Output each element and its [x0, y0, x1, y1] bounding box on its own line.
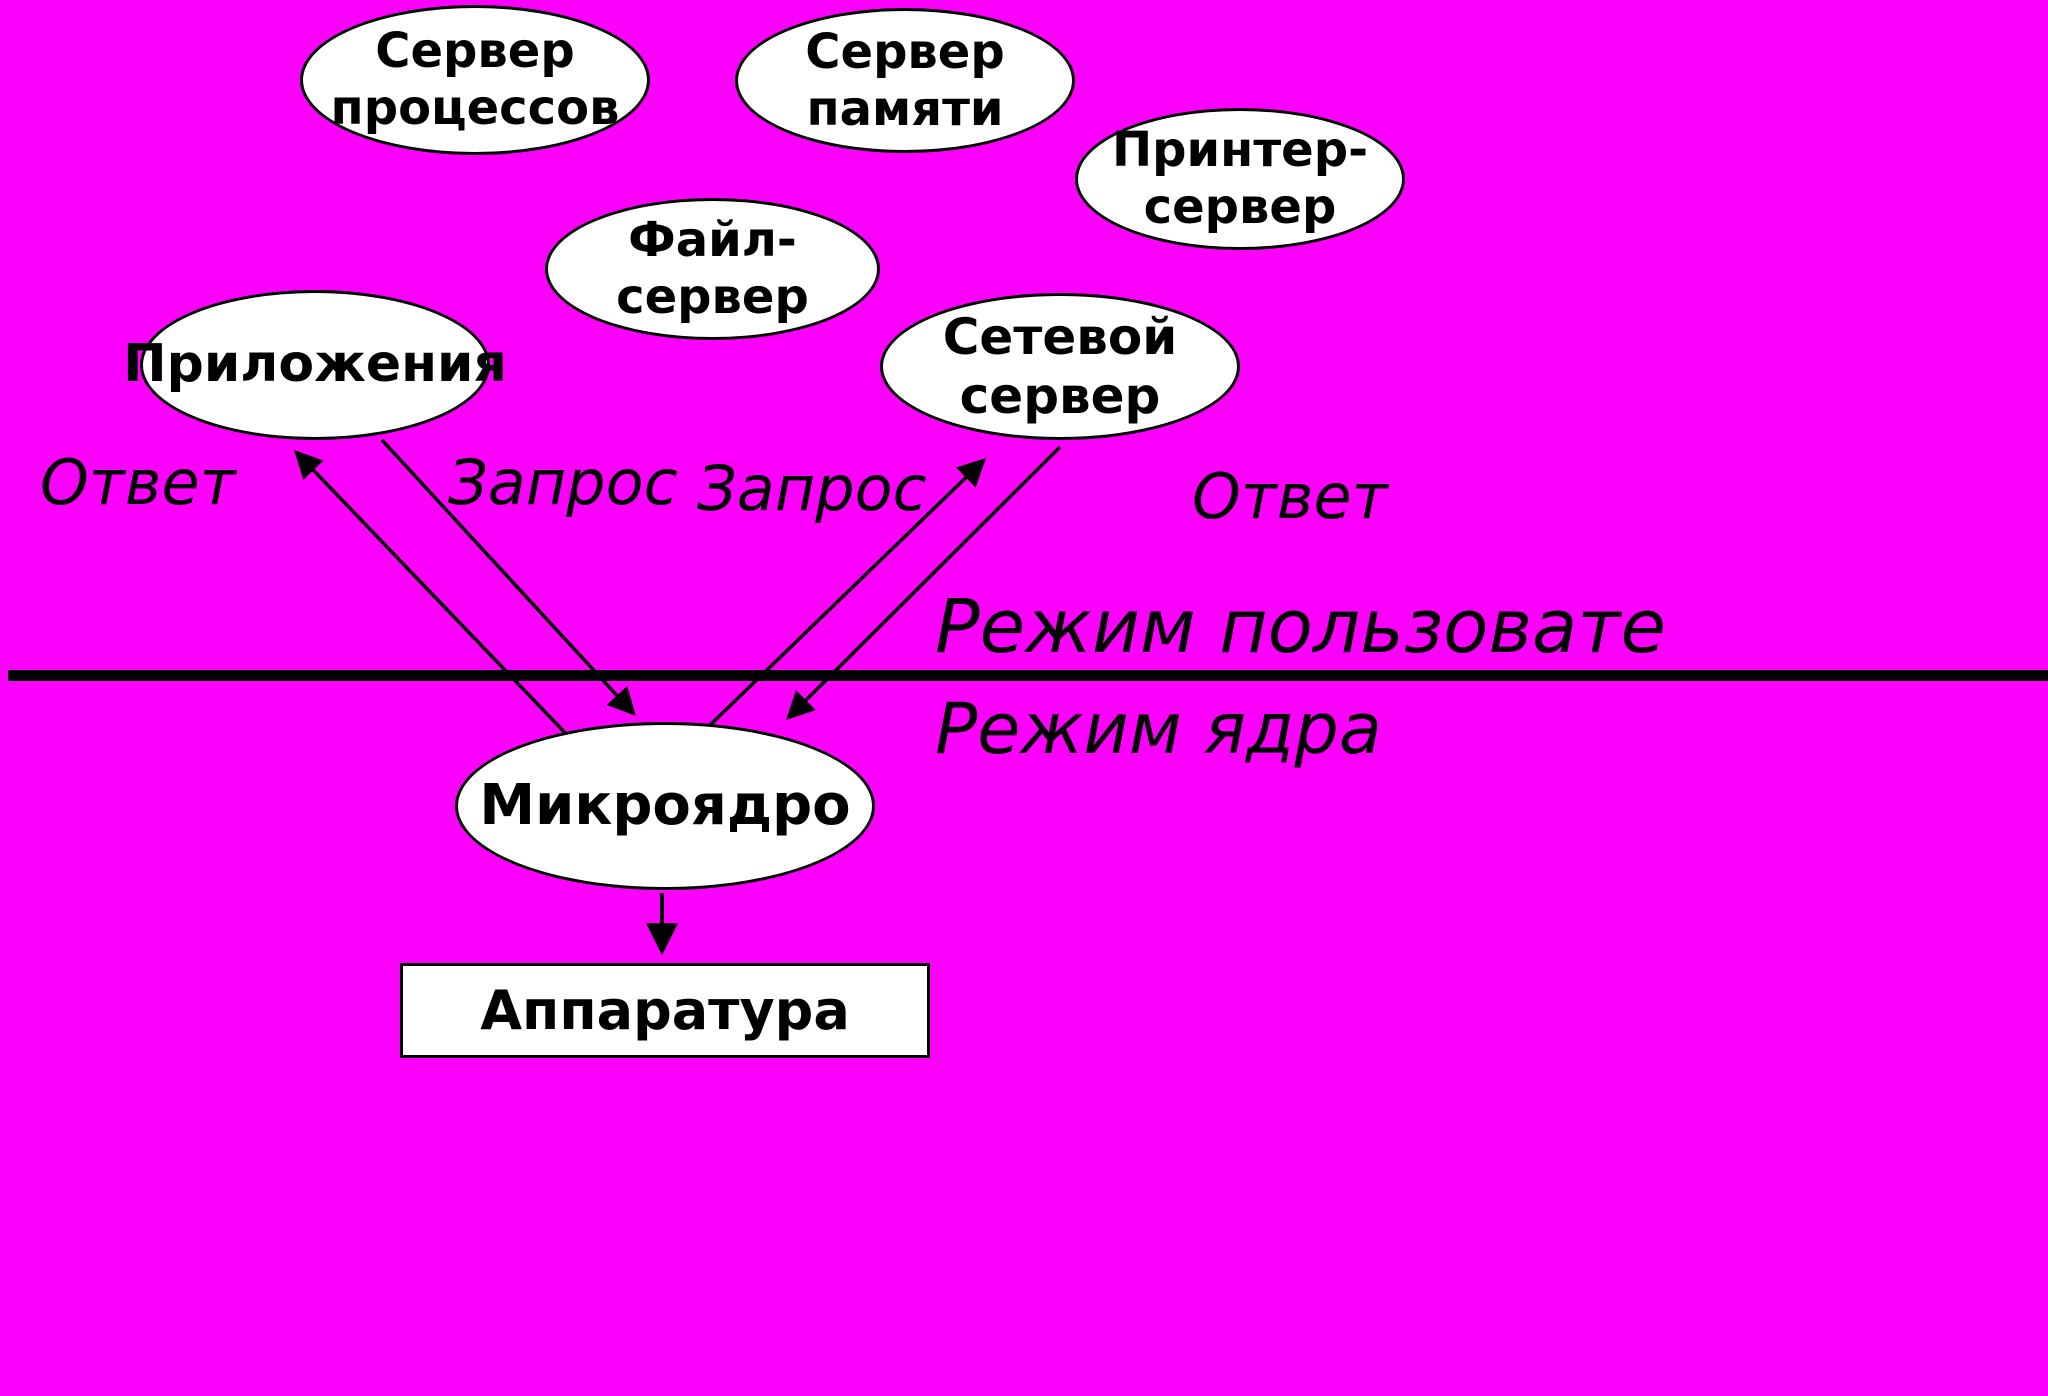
node-printer-server-label: Принтер- сервер: [1112, 122, 1368, 235]
node-process-server-label: Сервер процессов: [330, 23, 620, 136]
node-network-server: Сетевой сервер: [880, 293, 1240, 440]
node-memory-server: Сервер памяти: [735, 8, 1075, 153]
node-microkernel: Микроядро: [455, 722, 875, 890]
node-process-server: Сервер процессов: [300, 5, 650, 155]
label-kernel-mode: Режим ядра: [935, 688, 1382, 770]
node-network-server-label: Сетевой сервер: [942, 307, 1178, 425]
node-hardware-label: Аппаратура: [480, 978, 850, 1042]
node-hardware: Аппаратура: [400, 963, 930, 1058]
node-printer-server: Принтер- сервер: [1075, 108, 1405, 250]
label-request-left: Запрос: [448, 446, 678, 519]
node-applications-label: Приложения: [123, 334, 507, 395]
mode-divider-line: [8, 670, 2048, 681]
node-file-server: Файл- сервер: [545, 198, 880, 340]
label-user-mode: Режим пользовате: [935, 584, 1667, 670]
node-applications: Приложения: [123, 290, 507, 440]
label-request-right: Запрос: [697, 452, 927, 525]
label-reply-right: Ответ: [1192, 460, 1388, 533]
node-memory-server-label: Сервер памяти: [805, 23, 1005, 137]
label-reply-left: Ответ: [40, 446, 236, 519]
node-file-server-label: Файл- сервер: [616, 212, 809, 325]
node-microkernel-label: Микроядро: [479, 772, 851, 838]
